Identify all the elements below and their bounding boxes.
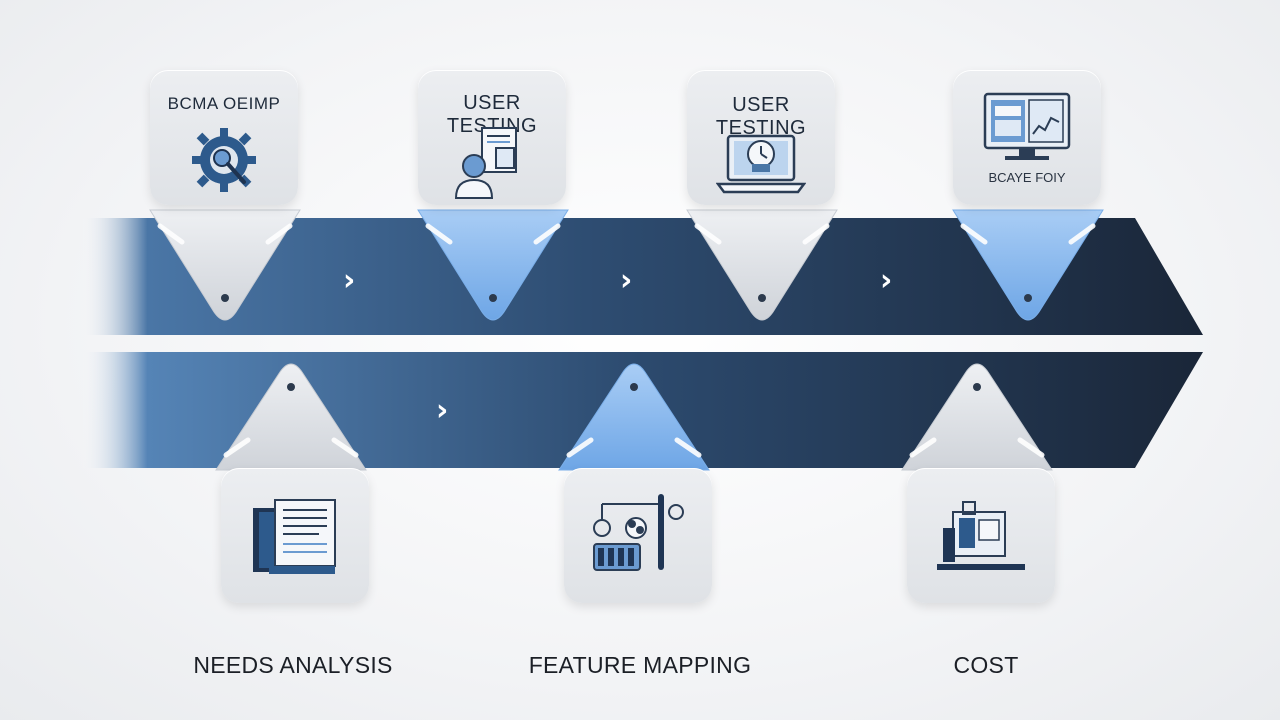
gear-icon	[192, 128, 256, 192]
step-card-5	[221, 468, 369, 603]
step-label-feature-mapping: FEATURE MAPPING	[528, 652, 752, 678]
laptop-clock-icon	[716, 134, 806, 194]
monitor-dashboard-icon	[983, 92, 1071, 160]
step-card-1: BCMA OEIMP	[150, 70, 298, 205]
pin-top-3	[686, 209, 838, 321]
step-label-cost: COST	[953, 652, 1019, 678]
step-card-2: USER TESTING	[418, 70, 566, 205]
step-card-6	[564, 468, 712, 603]
chevron-right-icon: ›	[880, 263, 893, 298]
feature-tools-icon	[593, 494, 684, 571]
chevron-right-icon: ›	[343, 263, 356, 298]
pin-bottom-3	[901, 363, 1053, 471]
step-label-4: BCAYE FOIY	[988, 170, 1066, 185]
chevron-right-icon: ›	[620, 263, 633, 298]
step-card-4: BCAYE FOIY	[953, 70, 1101, 205]
pin-top-4	[952, 209, 1104, 321]
step-label-needs-analysis: NEEDS ANALYSIS	[193, 652, 393, 678]
step-card-7	[907, 468, 1055, 603]
pin-top-1	[149, 209, 301, 321]
cost-machine-icon	[937, 501, 1025, 570]
step-label-3: USER TESTING	[715, 94, 807, 139]
pin-bottom-1	[215, 363, 367, 471]
chevron-right-icon: ›	[436, 393, 449, 428]
step-label-1: BCMA OEIMP	[167, 94, 281, 113]
pin-top-2	[417, 209, 569, 321]
step-card-3: USER TESTING	[687, 70, 835, 205]
user-document-icon	[454, 127, 517, 199]
document-stack-icon	[253, 499, 336, 574]
pin-bottom-2	[558, 363, 710, 471]
